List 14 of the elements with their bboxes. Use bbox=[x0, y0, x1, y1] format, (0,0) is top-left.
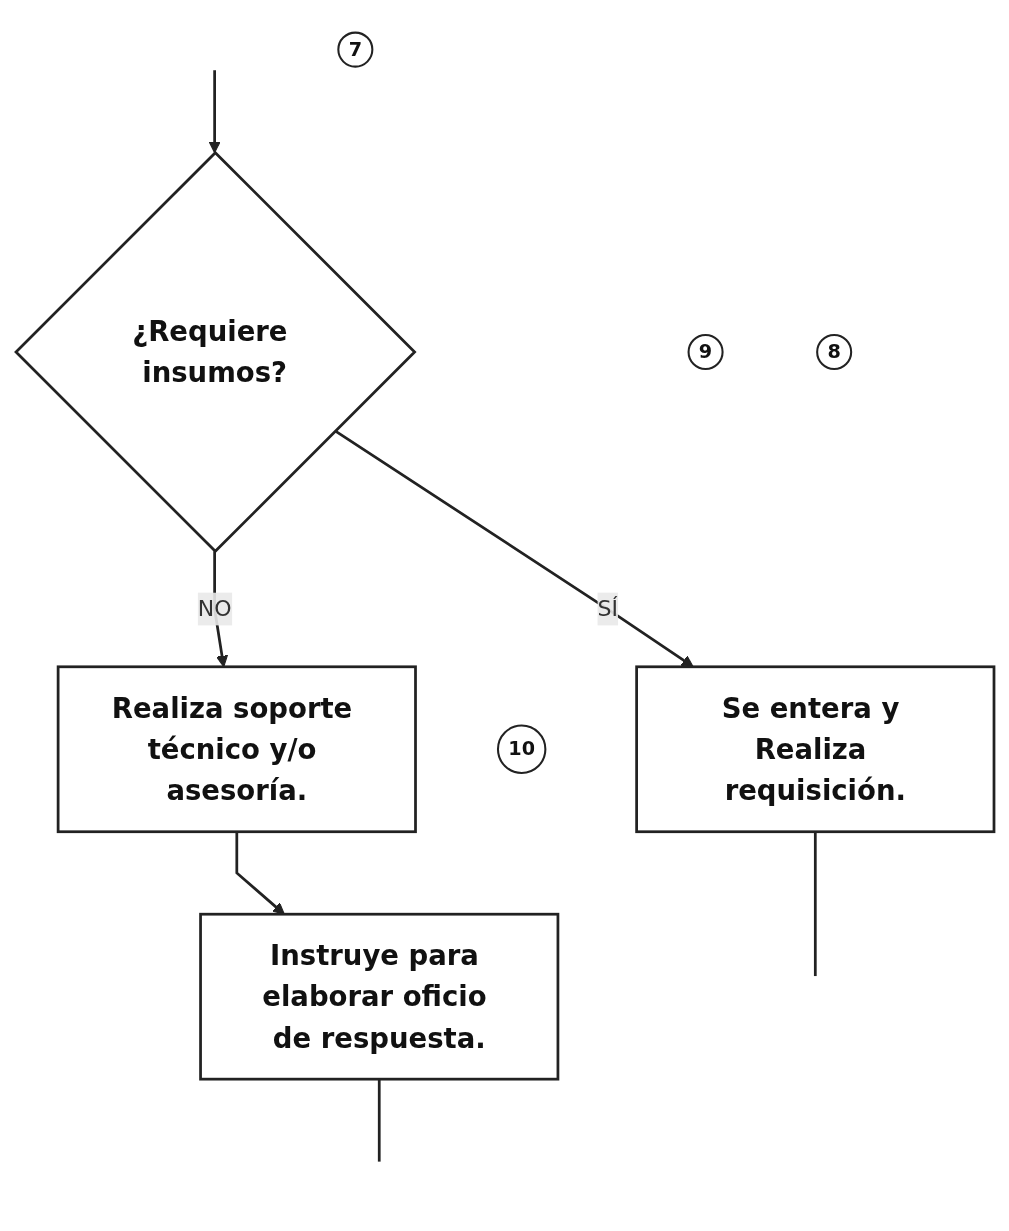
connector bbox=[377, 1078, 381, 1162]
edge-label: NO bbox=[197, 594, 231, 621]
node-circle: 7 bbox=[336, 31, 373, 68]
node-circle: 10 bbox=[496, 724, 546, 774]
arrow bbox=[208, 69, 221, 153]
connector bbox=[813, 831, 817, 976]
arrow bbox=[333, 429, 694, 667]
node-circle: 8 bbox=[815, 333, 852, 370]
node-circle: 9 bbox=[687, 333, 724, 370]
node-box: Instruye para elaborar oficio de respuesta. bbox=[198, 912, 559, 1081]
node-box: Se entera y Realiza requisición. bbox=[634, 664, 995, 833]
node-diamond: ¿Requiere insumos? bbox=[13, 150, 417, 553]
edge-label: SÍ bbox=[596, 594, 618, 621]
node-box: Realiza soporte técnico y/o asesoría. bbox=[56, 664, 417, 833]
